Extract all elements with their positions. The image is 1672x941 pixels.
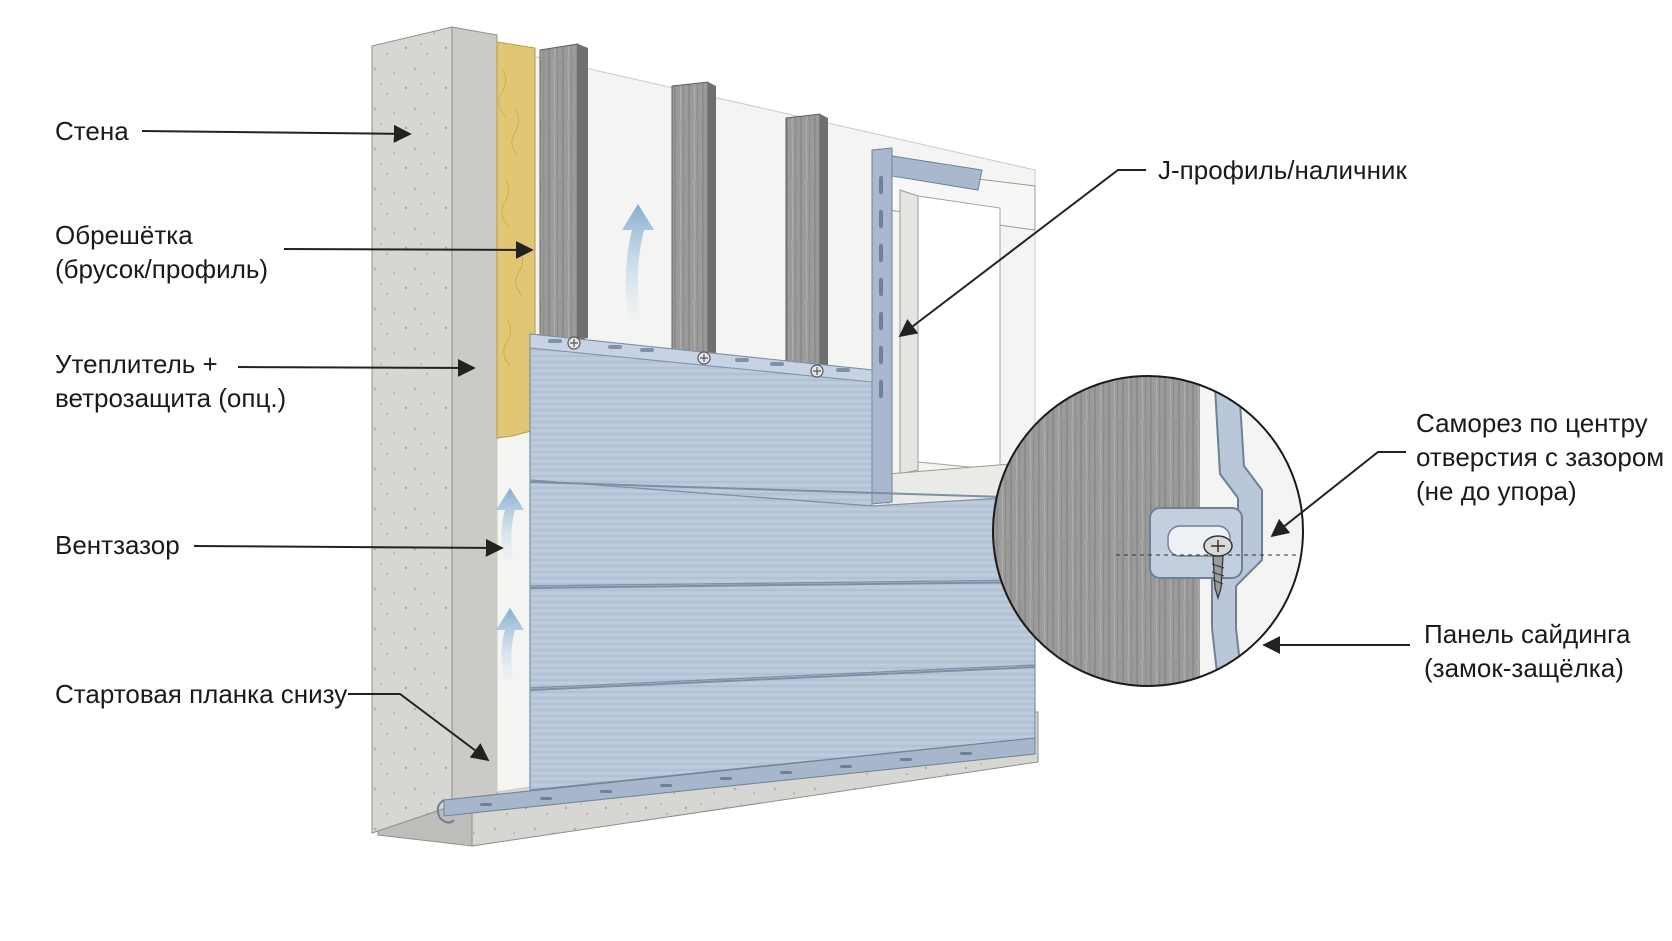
batten-3-side	[820, 114, 828, 384]
label-wall: Стена	[55, 114, 129, 148]
concrete-wall-edge	[451, 26, 498, 807]
airflow-arrow-upper	[622, 204, 654, 320]
window-jamb	[899, 189, 919, 475]
label-starter-strip-text: Стартовая планка снизу	[55, 679, 348, 709]
leader-battens	[283, 240, 534, 259]
leader-lines	[141, 124, 1410, 762]
label-battens: Обрешётка (брусок/профиль)	[55, 218, 268, 286]
label-screw-line-1: Саморез по центру	[1416, 408, 1648, 438]
detail-screw-icon	[1203, 535, 1233, 601]
label-siding-panel-line-2: (замок-защёлка)	[1424, 653, 1624, 683]
label-screw-line-2: отверстия с зазором	[1416, 442, 1665, 472]
label-battens-line-2: (брусок/профиль)	[55, 254, 269, 284]
batten-3	[785, 113, 821, 389]
leader-starter-strip	[348, 693, 490, 762]
detail-callout	[992, 375, 1304, 687]
airflow-arrow-low	[496, 608, 524, 680]
label-wall-text: Стена	[55, 116, 129, 146]
label-battens-line-1: Обрешётка	[55, 220, 193, 250]
label-vent-gap: Вентзазор	[55, 528, 180, 562]
label-insulation: Утеплитель + ветрозащита (опц.)	[55, 347, 286, 415]
insulation-layer	[496, 41, 536, 439]
batten-2-side	[708, 82, 716, 366]
label-screw-line-3: (не до упора)	[1416, 476, 1577, 506]
leader-screw	[1270, 451, 1406, 538]
screws	[567, 336, 824, 378]
label-starter-strip: Стартовая планка снизу	[55, 677, 347, 711]
concrete-wall-side	[371, 26, 453, 834]
label-insulation-line-1: Утеплитель +	[55, 349, 218, 379]
label-j-profile: J-профиль/наличник	[1158, 153, 1407, 187]
detail-siding-profile	[1211, 376, 1263, 686]
label-siding-panel-line-1: Панель сайдинга	[1424, 619, 1631, 649]
j-profile-header	[891, 155, 983, 191]
label-screw: Саморез по центру отверстия с зазором (н…	[1416, 406, 1664, 508]
battens	[539, 43, 828, 389]
leader-j-profile	[898, 169, 1146, 338]
batten-1	[539, 43, 579, 347]
label-siding-panel: Панель сайдинга (замок-защёлка)	[1424, 617, 1630, 685]
wall-assembly	[371, 26, 1039, 847]
batten-2	[671, 81, 709, 371]
label-insulation-line-2: ветрозащита (опц.)	[55, 383, 287, 413]
leader-vent-gap	[193, 538, 504, 557]
nail-slots	[548, 339, 850, 372]
starter-strip	[436, 737, 1036, 824]
siding-panels	[529, 333, 1036, 791]
label-j-profile-text: J-профиль/наличник	[1158, 155, 1407, 185]
batten-1-side	[578, 44, 588, 340]
leader-insulation	[237, 358, 476, 377]
leader-wall	[141, 124, 412, 143]
label-vent-gap-text: Вентзазор	[55, 530, 180, 560]
window-reveal	[917, 195, 1001, 471]
j-profile	[871, 147, 983, 505]
